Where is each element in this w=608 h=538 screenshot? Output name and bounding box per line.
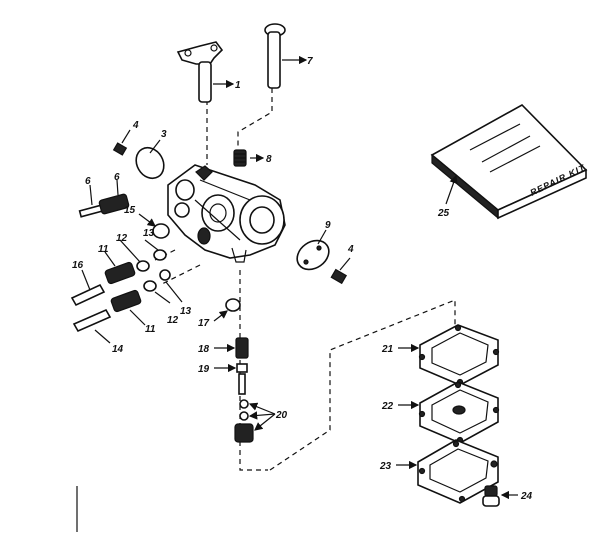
callout-19: 19	[198, 364, 210, 375]
cup-plug-part-17	[213, 298, 241, 322]
screw-part-24	[482, 485, 518, 507]
callout-13-upper: 13	[143, 228, 155, 239]
cover-part-23	[396, 439, 499, 504]
callout-12-upper: 12	[116, 233, 128, 244]
callout-8: 8	[266, 154, 272, 165]
throttle-plate-part-3	[135, 139, 165, 180]
callout-22: 22	[381, 401, 394, 412]
dashed-assembly-lines	[154, 88, 456, 471]
callout-12-lower: 12	[167, 315, 179, 326]
seat-parts-20	[234, 399, 276, 443]
callout-18: 18	[198, 344, 210, 355]
diaphragm-part-22	[398, 381, 500, 444]
callout-20: 20	[275, 410, 288, 421]
callout-11-upper: 11	[98, 244, 109, 255]
screw-part-4-upper	[112, 129, 131, 156]
carburetor-body	[167, 164, 286, 263]
callout-25: 25	[437, 208, 450, 219]
callout-11-lower: 11	[145, 324, 156, 335]
spring-part-8	[233, 149, 265, 167]
callout-16: 16	[72, 260, 84, 271]
plate-part-9	[296, 229, 330, 271]
callout-6-left: 6	[85, 176, 91, 187]
callout-4-upper: 4	[132, 120, 139, 131]
choke-shaft-part-7	[264, 23, 308, 89]
idle-screw-part-6	[78, 179, 130, 218]
callout-3: 3	[161, 129, 167, 140]
callout-14: 14	[112, 344, 124, 355]
callout-4-right: 4	[347, 244, 354, 255]
throttle-shaft-part-1	[176, 41, 235, 103]
welch-plug-part-15	[138, 213, 170, 239]
screw-part-4-right	[330, 257, 351, 285]
inlet-needle-part-19	[214, 363, 248, 395]
callout-7: 7	[307, 56, 313, 67]
callout-6-right: 6	[114, 172, 120, 183]
repair-kit-box-part-25: REPAIR KIT	[430, 104, 588, 220]
callout-1: 1	[235, 80, 241, 91]
callout-9: 9	[325, 220, 331, 231]
callout-21: 21	[381, 344, 394, 355]
callout-13-lower: 13	[180, 306, 192, 317]
callout-23: 23	[379, 461, 392, 472]
needle-assembly-lower	[72, 269, 183, 344]
callout-labels: 1 7 3 4 8 6 6 15 9 4 12 13 11 16 13 12 1…	[72, 56, 533, 502]
callout-15: 15	[124, 205, 136, 216]
callout-24: 24	[520, 491, 533, 502]
needle-assembly-upper	[70, 239, 167, 307]
callout-17: 17	[198, 318, 210, 329]
gasket-part-21	[398, 324, 500, 386]
spring-part-18	[214, 337, 249, 359]
